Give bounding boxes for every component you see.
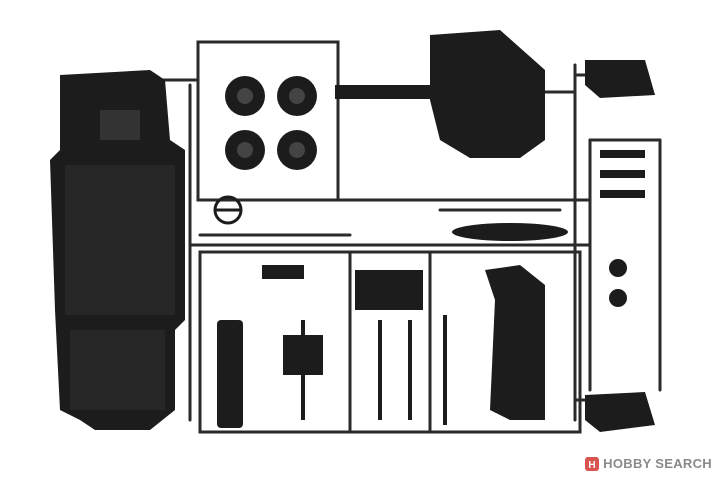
small-parts-right (600, 150, 645, 307)
exhaust-part (217, 320, 243, 428)
rear-wing-part (485, 265, 545, 420)
watermark-text: HOBBY SEARCH (603, 456, 712, 471)
hobby-search-logo-icon: H (585, 456, 600, 471)
seat-part (585, 60, 655, 432)
roof-scoop-part (452, 223, 568, 241)
bracket-part (283, 320, 323, 420)
rear-diffuser-part (335, 30, 545, 158)
svg-text:H: H (589, 460, 596, 471)
interior-panel-part (262, 265, 304, 279)
rod-parts (378, 315, 447, 425)
wheel (277, 130, 317, 170)
wheel (277, 76, 317, 116)
engine-block-part (355, 270, 423, 310)
steering-wheel (213, 195, 243, 225)
wheel-set (225, 76, 317, 170)
watermark: H HOBBY SEARCH (585, 456, 712, 471)
chassis-part (50, 70, 185, 430)
wheel (225, 130, 265, 170)
wheel (225, 76, 265, 116)
